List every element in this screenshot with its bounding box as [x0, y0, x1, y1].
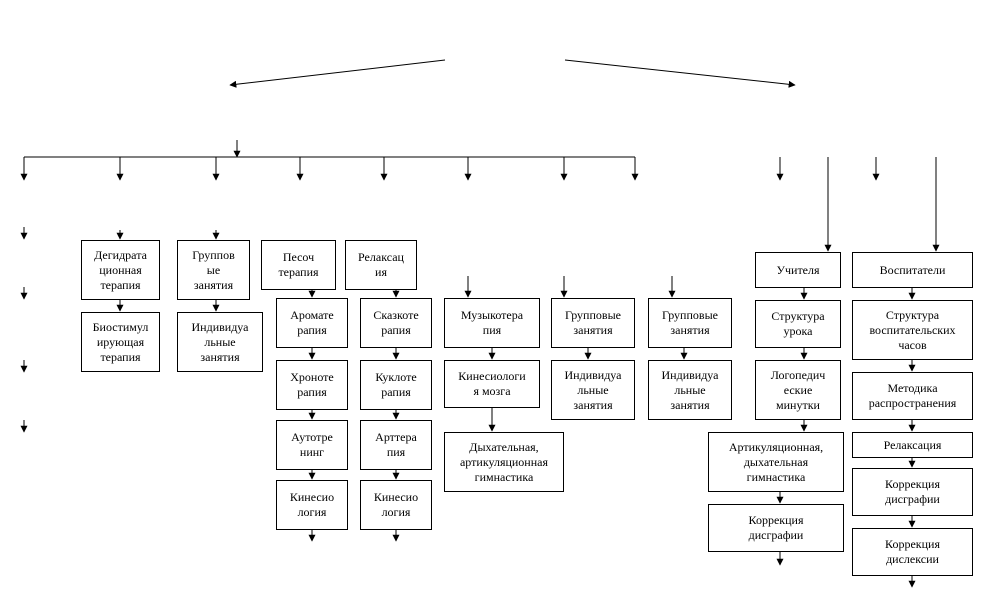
node-autotrening: Аутотре нинг — [276, 420, 348, 470]
node-artikulyacionnaya-gimnastika: Артикуляционная, дыхательная гимнастика — [708, 432, 844, 492]
node-hronoterapiya: Хроноте рапия — [276, 360, 348, 410]
node-pesochnaya-terapiya: Песоч терапия — [261, 240, 336, 290]
node-relaksaciya-1: Релаксац ия — [345, 240, 417, 290]
node-uchitelya: Учителя — [755, 252, 841, 288]
node-kinesiologiya-mozga: Кинесиологи я мозга — [444, 360, 540, 408]
node-gruppovye-zanyatiya-1: Группов ые занятия — [177, 240, 250, 300]
node-struktura-vospitatelskih-chasov: Структура воспитательских часов — [852, 300, 973, 360]
node-korrekciya-disgrafii-2: Коррекция дисграфии — [852, 468, 973, 516]
node-degidratacionnaya-terapiya: Дегидрата ционная терапия — [81, 240, 160, 300]
node-gruppovye-zanyatiya-2: Групповые занятия — [551, 298, 635, 348]
node-relaksaciya-2: Релаксация — [852, 432, 973, 458]
node-struktura-uroka: Структура урока — [755, 300, 841, 348]
node-korrekciya-disgrafii-1: Коррекция дисграфии — [708, 504, 844, 552]
node-gruppovye-zanyatiya-3: Групповые занятия — [648, 298, 732, 348]
node-logopedicheskie-minutki: Логопедич еские минутки — [755, 360, 841, 420]
node-muzykoterapiya: Музыкотера пия — [444, 298, 540, 348]
connector-arrow-0 — [229, 59, 446, 88]
node-individualnye-zanyatiya-2: Индивидуа льные занятия — [551, 360, 635, 420]
connector-arrow-1 — [564, 59, 796, 88]
node-kinesiologiya-2: Кинесио логия — [360, 480, 432, 530]
node-individualnye-zanyatiya-3: Индивидуа льные занятия — [648, 360, 732, 420]
node-kinesiologiya-1: Кинесио логия — [276, 480, 348, 530]
node-vospitateli: Воспитатели — [852, 252, 973, 288]
node-skazkoterapiya: Сказкоте рапия — [360, 298, 432, 348]
node-metodika-rasprostraneniya: Методика распространения — [852, 372, 973, 420]
node-aromaterapiya: Аромате рапия — [276, 298, 348, 348]
node-kukloterapiya: Куклоте рапия — [360, 360, 432, 410]
node-dyhatelnaya-gimnastika: Дыхательная, артикуляционная гимнастика — [444, 432, 564, 492]
node-korrekciya-disleksii: Коррекция дислексии — [852, 528, 973, 576]
node-artterapiya: Арттера пия — [360, 420, 432, 470]
node-biostimuliruyushchaya-terapiya: Биостимул ирующая терапия — [81, 312, 160, 372]
node-individualnye-zanyatiya-1: Индивидуа льные занятия — [177, 312, 263, 372]
